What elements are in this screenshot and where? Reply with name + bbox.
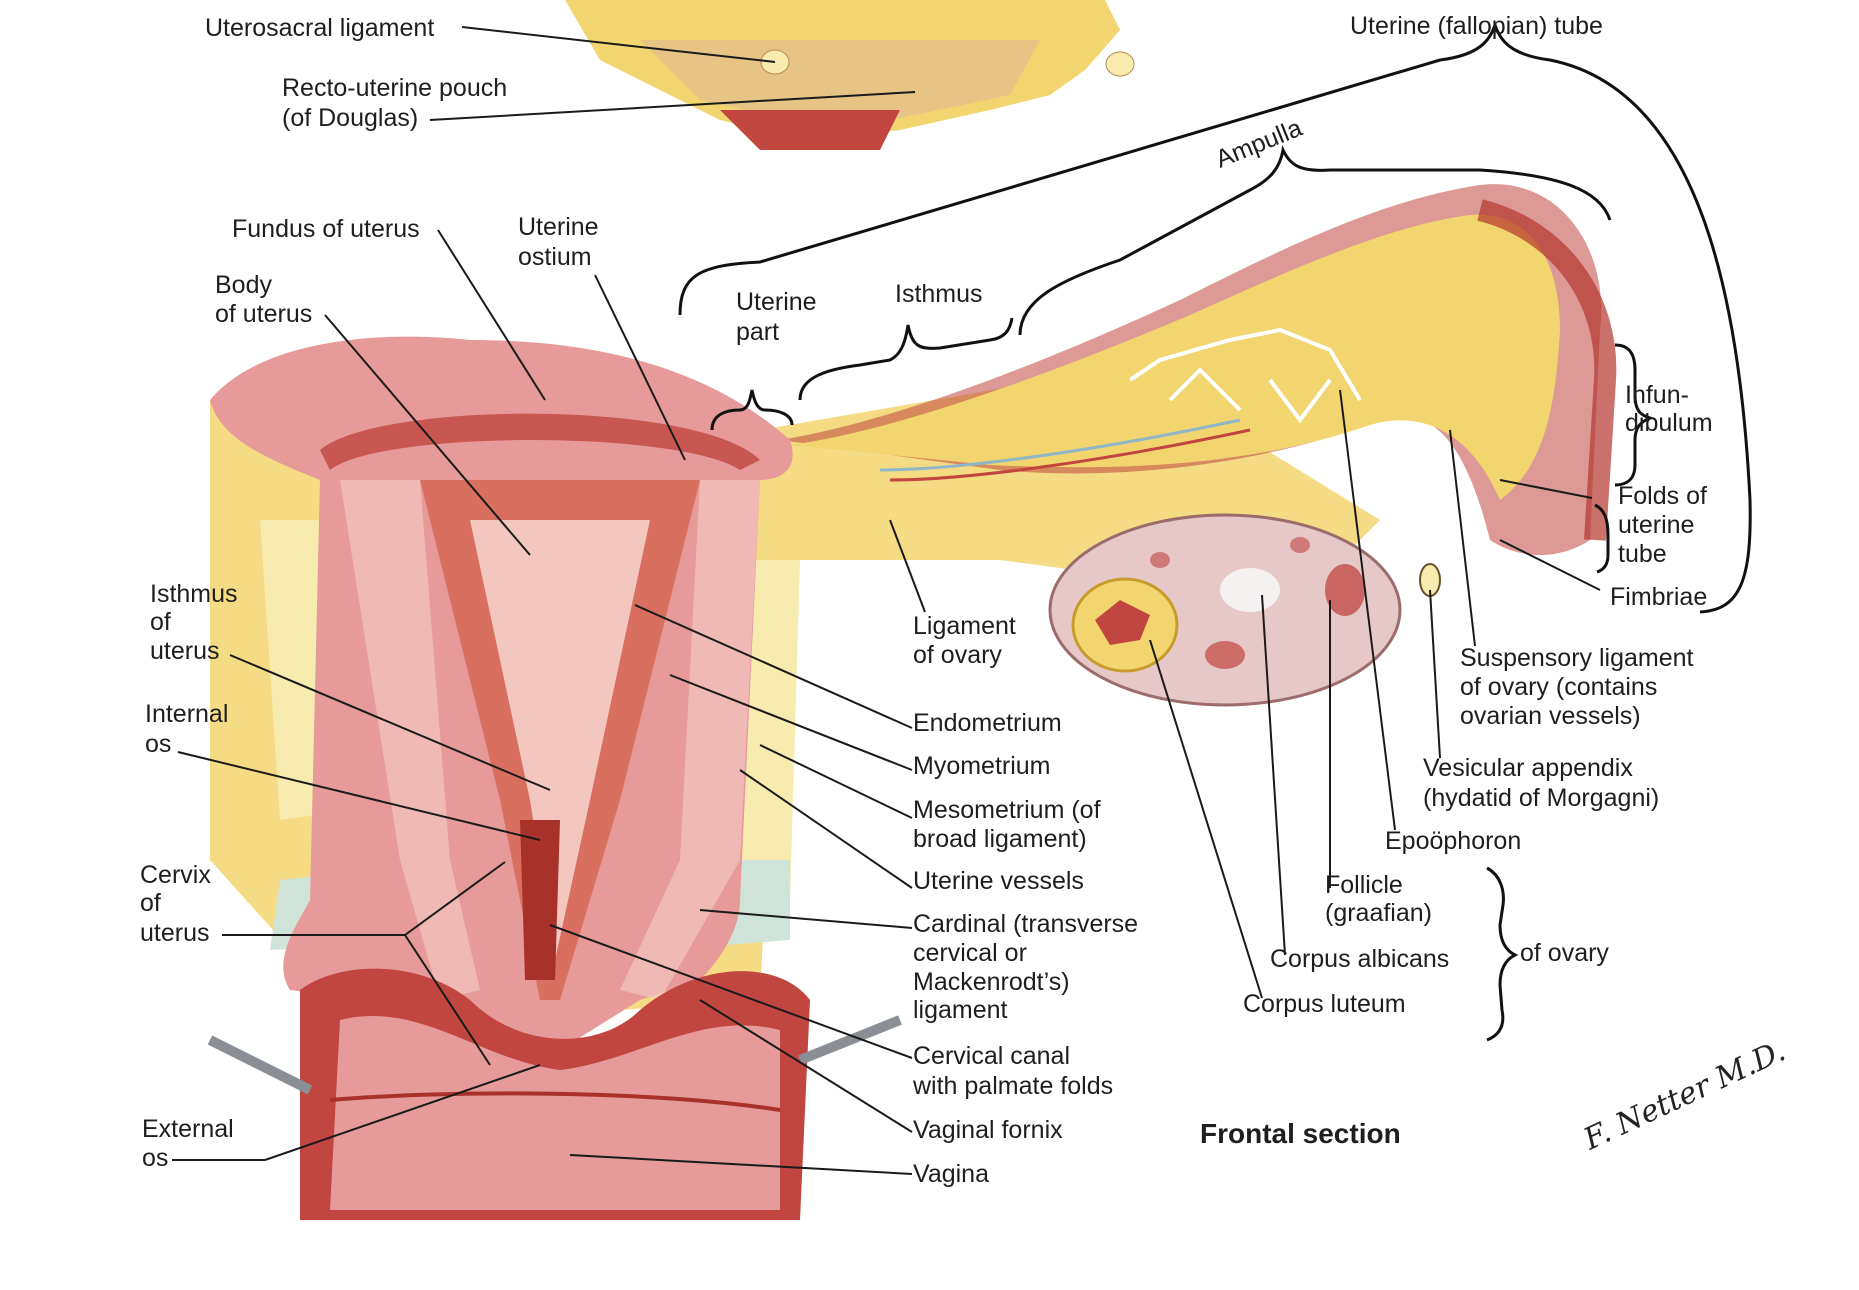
label-of-ovary: of ovary (1520, 939, 1609, 967)
label-uterine-part: Uterine (736, 288, 817, 316)
label-infundibulum: Infun- (1625, 381, 1689, 409)
label-suspensory-ligament-3: ovarian vessels) (1460, 702, 1641, 730)
label-mesometrium: Mesometrium (of (913, 796, 1101, 824)
label-folds-of-uterine-tube-3: tube (1618, 540, 1667, 568)
label-internal-os: Internal (145, 700, 228, 728)
label-suspensory-ligament: Suspensory ligament (1460, 644, 1694, 672)
label-fundus-of-uterus: Fundus of uterus (232, 215, 420, 243)
of-ovary-brace (1486, 866, 1519, 1042)
ovary-illustration (1048, 513, 1441, 707)
labels: Uterosacral ligament Recto-uterine pouch… (140, 12, 1713, 1188)
label-fimbriae: Fimbriae (1610, 583, 1707, 611)
label-recto-uterine-pouch-2: (of Douglas) (282, 104, 418, 132)
label-cardinal-ligament-2: cervical or (913, 939, 1027, 967)
label-cervical-canal: Cervical canal (913, 1042, 1070, 1070)
label-vesicular-appendix: Vesicular appendix (1423, 754, 1633, 782)
label-mesometrium-2: broad ligament) (913, 825, 1087, 853)
label-corpus-albicans: Corpus albicans (1270, 945, 1449, 973)
label-cervix-of-uterus-3: uterus (140, 919, 209, 947)
caption-frontal-section: Frontal section (1200, 1118, 1401, 1149)
label-cervical-canal-2: with palmate folds (912, 1072, 1113, 1100)
label-uterine-ostium-2: ostium (518, 243, 592, 271)
label-vesicular-appendix-2: (hydatid of Morgagni) (1423, 784, 1659, 812)
label-follicle-2: (graafian) (1325, 899, 1432, 927)
leader-lines (172, 26, 1601, 1175)
label-follicle: Follicle (1325, 871, 1403, 899)
label-external-os: External (142, 1115, 234, 1143)
vagina-illustration (207, 968, 902, 1220)
label-vagina: Vagina (913, 1160, 989, 1188)
ampulla-brace (1018, 144, 1612, 336)
infundibulum-brace (1614, 343, 1655, 487)
bracket-lines (678, 20, 1752, 1042)
folds-brace (1594, 503, 1610, 574)
uterine-tube-brace (678, 20, 1752, 614)
label-ligament-of-ovary-2: of ovary (913, 641, 1002, 669)
label-body-of-uterus-2: of uterus (215, 300, 312, 328)
label-recto-uterine-pouch: Recto-uterine pouch (282, 74, 507, 102)
label-uterine-vessels: Uterine vessels (913, 867, 1084, 895)
label-uterosacral-ligament: Uterosacral ligament (205, 14, 434, 42)
anatomy-illustration (207, 0, 1617, 1220)
label-internal-os-2: os (145, 730, 171, 758)
label-isthmus-of-uterus: Isthmus (150, 580, 238, 608)
pelvic-top-view (565, 0, 1135, 150)
signature-text: F. Netter M.D. (1578, 1034, 1791, 1158)
isthmus-brace (798, 317, 1014, 401)
label-external-os-2: os (142, 1144, 168, 1172)
label-ligament-of-ovary: Ligament (913, 612, 1016, 640)
label-myometrium: Myometrium (913, 752, 1051, 780)
label-cardinal-ligament-3: Mackenrodt’s) (913, 968, 1070, 996)
label-isthmus-of-uterus-3: uterus (150, 637, 219, 665)
label-uterine-part-2: part (736, 318, 779, 346)
label-body-of-uterus: Body (215, 271, 272, 299)
label-cardinal-ligament: Cardinal (transverse (913, 910, 1138, 938)
label-uterine-ostium: Uterine (518, 213, 599, 241)
label-isthmus-tube: Isthmus (895, 280, 983, 308)
label-endometrium: Endometrium (913, 709, 1062, 737)
uterus-illustration (210, 336, 793, 1050)
label-infundibulum-2: dibulum (1625, 409, 1713, 437)
label-folds-of-uterine-tube: Folds of (1618, 482, 1707, 510)
uterine-part-brace (710, 389, 794, 431)
label-folds-of-uterine-tube-2: uterine (1618, 511, 1694, 539)
label-cervix-of-uterus-2: of (140, 889, 161, 917)
label-epoophoron: Epoöphoron (1385, 827, 1521, 855)
label-vaginal-fornix: Vaginal fornix (913, 1116, 1063, 1144)
label-suspensory-ligament-2: of ovary (contains (1460, 673, 1657, 701)
uterine-tube-illustration (780, 184, 1617, 555)
artist-signature: F. Netter M.D. (1578, 1034, 1791, 1158)
label-corpus-luteum: Corpus luteum (1243, 990, 1406, 1018)
label-isthmus-of-uterus-2: of (150, 608, 171, 636)
label-cervix-of-uterus: Cervix (140, 861, 211, 889)
label-uterine-tube: Uterine (fallopian) tube (1350, 12, 1603, 40)
label-cardinal-ligament-4: ligament (913, 996, 1008, 1024)
